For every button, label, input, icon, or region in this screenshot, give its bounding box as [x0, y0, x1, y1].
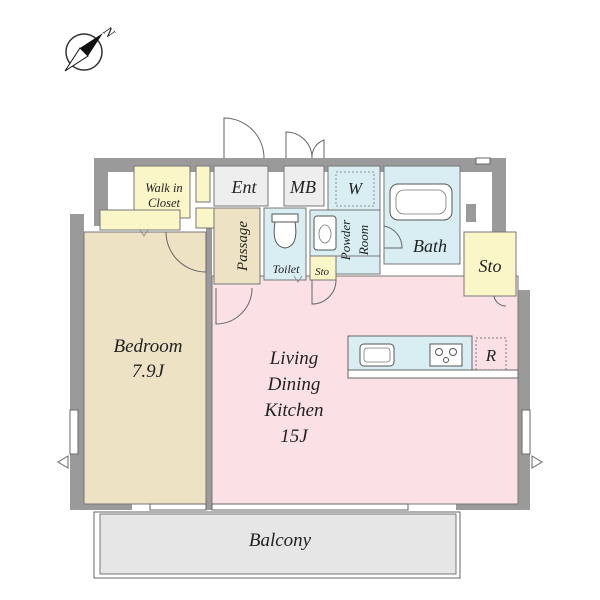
- ldk-area: [211, 275, 519, 505]
- refrigerator-label: R: [485, 346, 497, 365]
- meter-box-door: [285, 131, 313, 159]
- storage-door: [493, 295, 507, 307]
- sink-basin: [363, 347, 391, 363]
- sliding-door-bedroom: [149, 503, 207, 511]
- wall-center: [206, 226, 212, 510]
- walk-in-closet-area: [133, 165, 191, 219]
- wall-left: [70, 214, 84, 510]
- fixtures: [271, 171, 453, 251]
- window-right: [521, 409, 531, 455]
- burner-icon: [435, 348, 443, 356]
- bathtub-icon: [389, 183, 453, 221]
- sink-icon: [359, 343, 395, 367]
- walk-in-closet-label: Closet: [148, 196, 180, 210]
- storage-small-label: Sto: [315, 266, 330, 278]
- room-labels: Walk in Closet Ent MB W Passage Toilet S…: [114, 177, 502, 551]
- sliding-door-ldk: [211, 503, 409, 511]
- burner-icon: [449, 348, 457, 356]
- compass-circle: [65, 33, 103, 71]
- burner-icon: [443, 357, 449, 363]
- bedroom-door: [165, 231, 207, 273]
- doors: [139, 117, 507, 325]
- washbasin-icon: [313, 215, 337, 251]
- meter-box-area: [283, 165, 325, 207]
- balcony-label: Balcony: [249, 530, 312, 551]
- ldk-label: Kitchen: [263, 400, 323, 421]
- washer-area: [327, 165, 381, 211]
- closet-door-marker: [139, 229, 149, 237]
- windows: [57, 157, 543, 511]
- stove-icon: [429, 343, 463, 367]
- entrance-label: Ent: [231, 177, 258, 197]
- powder-room-label: Room: [356, 225, 371, 256]
- bedroom-size: 7.9J: [132, 361, 166, 382]
- entrance-door: [223, 117, 265, 159]
- kitchen-counter: [347, 335, 519, 379]
- ldk-size: 15J: [280, 426, 309, 447]
- powder-room-label: Powder: [338, 219, 353, 261]
- passage-area: [213, 207, 261, 285]
- bathtub-inner: [395, 189, 447, 215]
- compass-needle-north: [80, 33, 103, 56]
- bedroom-area: [83, 231, 207, 505]
- passage-label: Passage: [235, 221, 251, 272]
- washbasin-bowl: [318, 224, 332, 244]
- small-cabinet: [195, 165, 211, 203]
- storage-label: Sto: [478, 256, 501, 276]
- toilet-door-marker: [293, 275, 303, 283]
- toilet-icon: [271, 213, 299, 249]
- bath-pillar: [466, 204, 476, 222]
- bath-door: [383, 225, 403, 249]
- wall-left-upper: [94, 158, 108, 226]
- compass-needle-south: [64, 47, 89, 72]
- meter-box-label: MB: [289, 177, 316, 197]
- balcony-floor: [99, 513, 457, 575]
- toilet-label: Toilet: [273, 262, 301, 276]
- powder-room-lower: [335, 255, 381, 275]
- compass: N: [64, 24, 117, 72]
- meter-box-door-right: [311, 139, 325, 159]
- washer-label: W: [348, 179, 364, 198]
- ldk-door: [215, 287, 253, 325]
- walk-in-closet-label: Walk in: [145, 181, 182, 195]
- balcony: [93, 511, 461, 579]
- storage-area: [463, 231, 517, 297]
- ldk-label: Dining: [267, 374, 321, 395]
- storage-small-door: [311, 279, 337, 305]
- closet-extension: [99, 209, 181, 231]
- shoe-cabinet: [195, 207, 215, 229]
- counter-back: [347, 369, 519, 379]
- refrigerator-space: [475, 337, 507, 371]
- window-right-marker: [531, 455, 543, 469]
- bedroom-label: Bedroom: [114, 336, 183, 357]
- compass-north-label: N: [99, 24, 117, 42]
- entrance-area: [213, 165, 269, 207]
- bath-label: Bath: [413, 236, 447, 256]
- ldk-label: Living: [269, 348, 319, 369]
- window-left-marker: [57, 455, 69, 469]
- window-bath: [475, 157, 491, 165]
- window-left: [69, 409, 79, 455]
